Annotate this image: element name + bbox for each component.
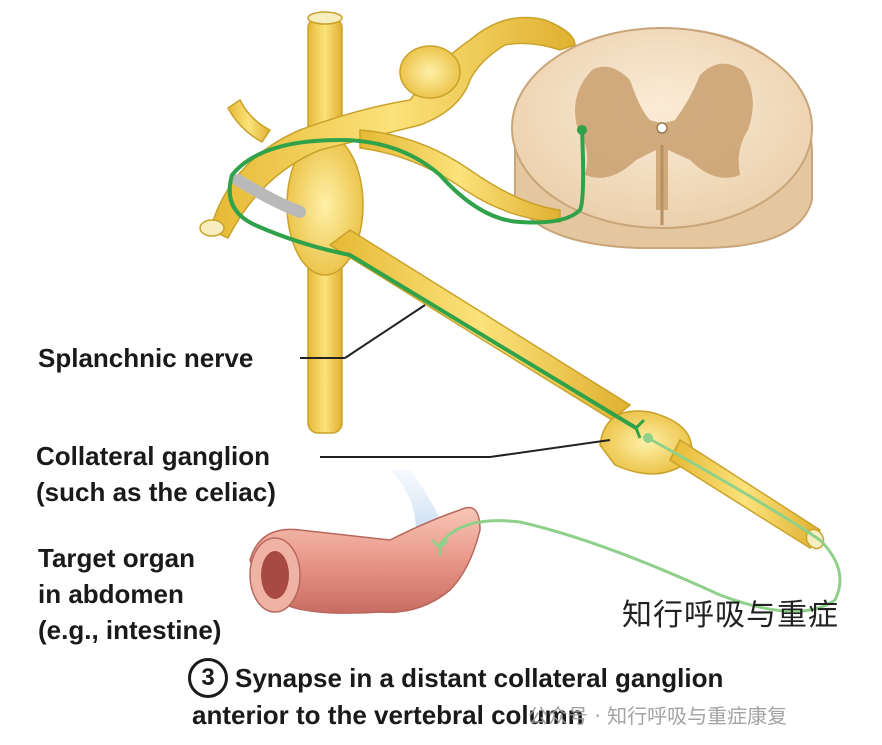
label-collateral-ganglion: Collateral ganglion (such as the celiac) [36,438,276,510]
label-target-organ: Target organ in abdomen (e.g., intestine… [38,540,221,648]
watermark-main: 知行呼吸与重症 [622,590,839,634]
step-number-badge: 3 [188,658,228,698]
splanchnic-nerve-shape [330,230,827,552]
postganglionic-cell-body [643,433,653,443]
caption-line-1: Synapse in a distant collateral ganglion [235,660,723,696]
leader-line-collateral-2 [490,440,610,457]
label-splanchnic-nerve: Splanchnic nerve [38,340,253,376]
preganglionic-cell-body [577,125,587,135]
caption-line-2: anterior to the vertebral column [192,697,584,733]
leader-line-splanchnic-2 [345,305,425,358]
watermark-bottom: 公众号 · 知行呼吸与重症康复 [528,700,787,729]
sympathetic-trunk [287,12,363,433]
